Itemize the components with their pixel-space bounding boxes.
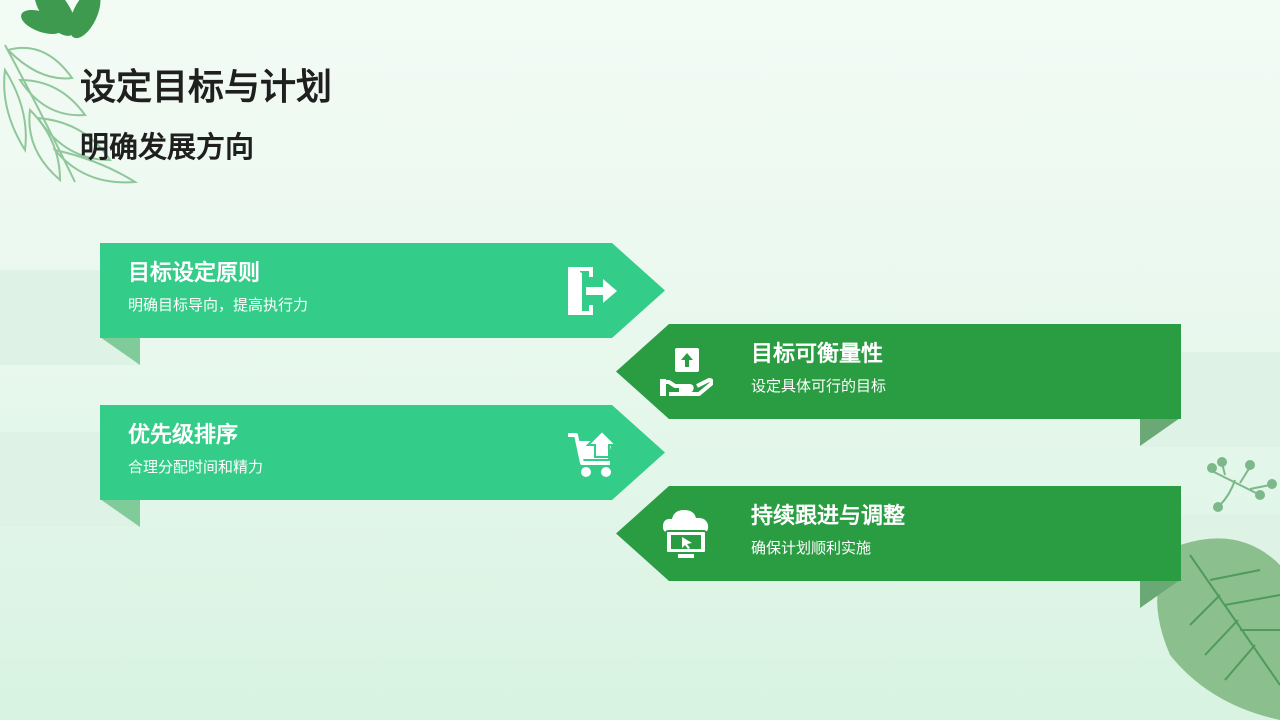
card-arrow-shape: [100, 243, 665, 338]
card-description: 合理分配时间和精力: [128, 458, 264, 476]
card-title: 目标可衡量性: [751, 342, 884, 367]
card-title: 目标设定原则: [128, 261, 261, 286]
cart-upload-icon: [568, 429, 619, 477]
card-follow-up: 持续跟进与调整 确保计划顺利实施: [616, 486, 1181, 581]
card-title: 持续跟进与调整: [751, 504, 906, 529]
card-goal-principles: 目标设定原则 明确目标导向，提高执行力: [100, 243, 665, 338]
card-arrow-shape: [616, 486, 1181, 581]
page-title: 设定目标与计划: [80, 67, 333, 108]
hand-upload-box-icon: [660, 348, 713, 396]
card-fold: [1140, 418, 1180, 446]
leaf-decoration-top-left: [3, 0, 139, 184]
leaf-decoration-bottom-right: [1157, 457, 1280, 720]
card-measurable-goals: 目标可衡量性 设定具体可行的目标: [616, 324, 1181, 419]
exit-door-icon: [568, 267, 617, 315]
page-subtitle: 明确发展方向: [80, 130, 255, 164]
card-arrow-shape: [616, 324, 1181, 419]
card-fold: [1140, 580, 1180, 608]
card-title: 优先级排序: [128, 423, 239, 448]
card-priority: 优先级排序 合理分配时间和精力: [100, 405, 665, 500]
card-arrow-shape: [100, 405, 665, 500]
card-description: 设定具体可行的目标: [751, 377, 887, 395]
card-fold: [100, 337, 140, 365]
card-description: 明确目标导向，提高执行力: [128, 296, 309, 314]
card-description: 确保计划顺利实施: [751, 539, 872, 557]
card-fold: [100, 499, 140, 527]
cloud-computer-icon: [662, 510, 709, 558]
